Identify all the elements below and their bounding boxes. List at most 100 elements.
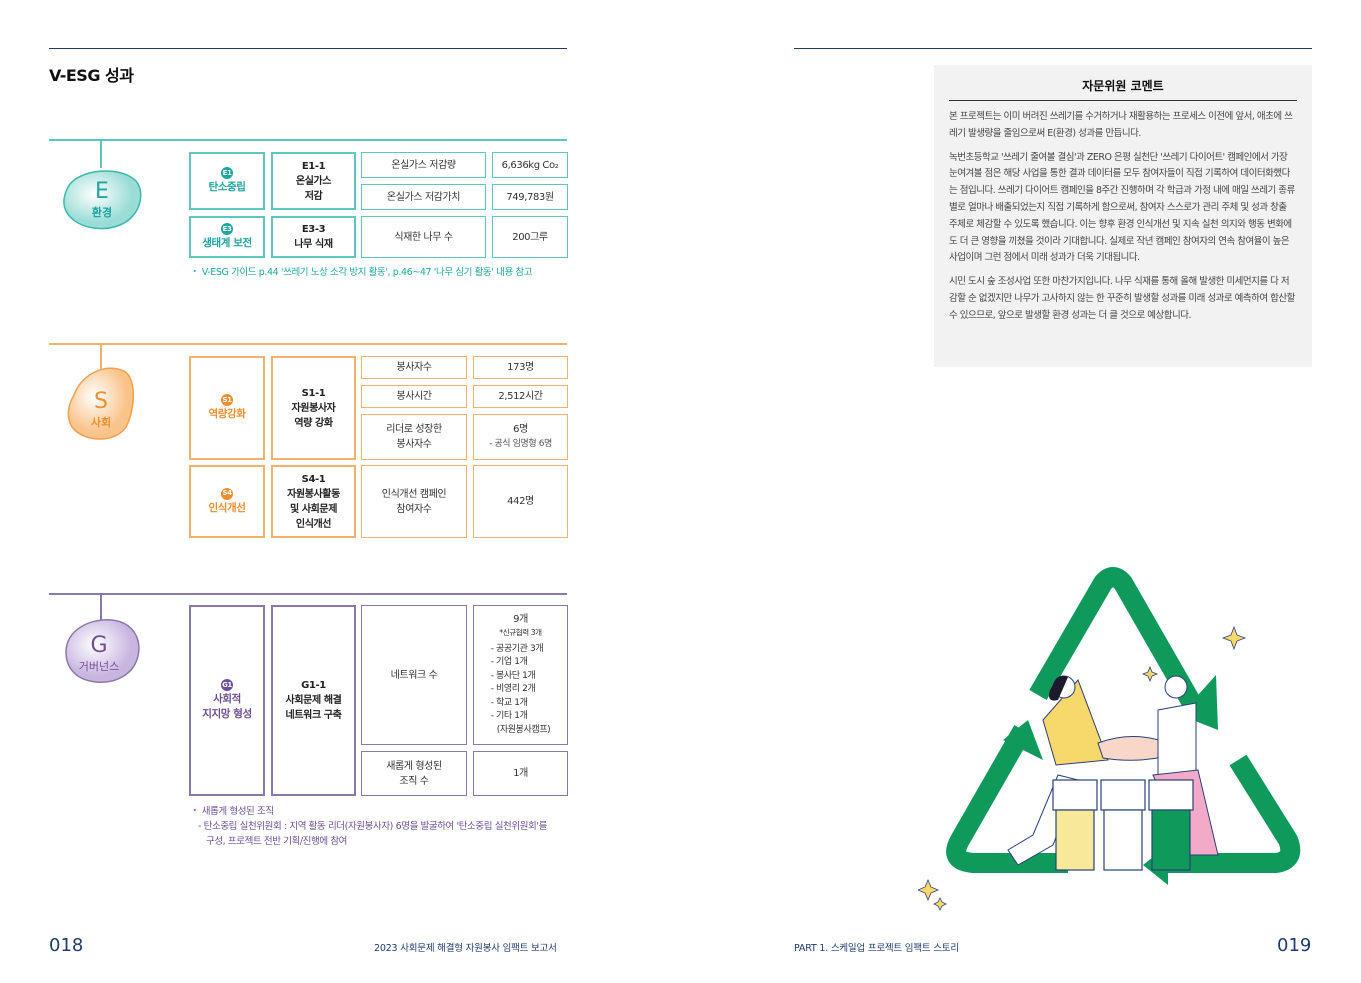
name-line: 봉사자수 — [396, 439, 432, 450]
metric-value: 6,636kg Co₂ — [492, 152, 568, 178]
g-letter: G — [90, 633, 108, 658]
category-label: 생태계 보전 — [202, 237, 252, 249]
recycle-arrow-left — [946, 725, 1068, 873]
badge: S4 — [221, 487, 233, 500]
metric-value: 173명 — [473, 356, 568, 379]
category-s1: S1 역량강화 — [189, 356, 265, 460]
note-line: 구성, 프로젝트 전반 기획/진행에 참여 — [206, 836, 347, 847]
e-letter: E — [95, 179, 109, 204]
breakdown-item: - 기업 1개 — [490, 657, 528, 668]
indicator-line: 저감 — [304, 190, 323, 202]
metric-value: 200그루 — [492, 216, 568, 258]
recycle-illustration — [918, 567, 1301, 911]
comment-paragraph: 본 프로젝트는 이미 버려진 쓰레기를 수거하거나 재활용하는 프로세스 이전에… — [949, 111, 1293, 139]
top-rule-right — [794, 48, 1312, 49]
comment-paragraph: 시민 도시 숲 조성사업 또한 마찬가지입니다. 나무 식재를 통해 올해 발생… — [949, 276, 1295, 321]
footer-left: 2023 사회문제 해결형 자원봉사 임팩트 보고서 — [374, 943, 557, 954]
indicator-code: E3-3 — [301, 224, 326, 235]
category-label: 탄소중립 — [208, 181, 246, 193]
e-label: 환경 — [91, 206, 113, 219]
category-label: 역량강화 — [208, 408, 246, 420]
name-line: 참여자수 — [396, 503, 432, 515]
section-divider — [49, 593, 567, 595]
page-number-right: 019 — [1277, 935, 1312, 956]
indicator-line: 및 사회문제 — [289, 503, 338, 515]
breakdown-item: - 학교 1개 — [490, 697, 528, 708]
value: 9개 — [513, 613, 528, 625]
connector — [100, 140, 102, 168]
connector — [100, 594, 102, 620]
indicator-line: 역량 강화 — [294, 417, 333, 429]
advisor-comment-box: 자문위원 코멘트 본 프로젝트는 이미 버려진 쓰레기를 수거하거나 재활용하는… — [934, 65, 1312, 367]
indicator-e3-3: E3-3 나무 식재 — [271, 216, 356, 258]
s-letter: S — [94, 389, 108, 414]
breakdown-item: - 기타 1개 — [490, 711, 528, 722]
indicator-line: 인식개선 — [295, 518, 332, 530]
social-blob-icon — [67, 367, 134, 440]
page-number-left: 018 — [49, 935, 84, 956]
name-line: 조직 수 — [399, 775, 429, 787]
category-label: 지지망 형성 — [202, 708, 252, 720]
breakdown-item: - 비영리 2개 — [490, 684, 536, 695]
metric-name: 온실가스 저감가치 — [361, 184, 486, 210]
network-breakdown: - 공공기관 3개- 기업 1개- 봉사단 1개- 비영리 2개- 학교 1개-… — [491, 643, 551, 738]
indicator-code: S4-1 — [301, 473, 326, 485]
page-title: V-ESG 성과 — [49, 66, 134, 85]
category-label: 사회적 — [213, 693, 241, 705]
indicator-line: 자원봉사자 — [291, 402, 336, 414]
environment-note: ・ V-ESG 가이드 p.44 '쓰레기 노상 소각 방지 활동', p.46… — [190, 267, 533, 278]
footer-right: PART 1. 스케일업 프로젝트 임팩트 스토리 — [794, 943, 959, 954]
recycle-arrow-right — [1158, 754, 1301, 873]
metric-value: 2,512시간 — [473, 385, 568, 408]
environment-blob-icon — [63, 170, 142, 230]
indicator-code: S1-1 — [301, 387, 326, 399]
indicator-code: E1-1 — [301, 160, 326, 172]
badge: G1 — [221, 679, 233, 691]
indicator-code: G1-1 — [301, 680, 326, 691]
section-divider — [49, 139, 567, 141]
value-note: - 공식 임명형 6명 — [489, 439, 552, 449]
indicator-line: 온실가스 — [295, 175, 332, 187]
value-note: *신규협력 3개 — [499, 628, 542, 638]
note-line: ・ 새롭게 형성된 조직 — [190, 806, 274, 817]
metric-value: 9개 *신규협력 3개 - 공공기관 3개- 기업 1개- 봉사단 1개- 비영… — [473, 605, 568, 745]
metric-value: 749,783원 — [492, 184, 568, 210]
indicator-line: 사회문제 해결 — [285, 695, 342, 706]
category-label: 인식개선 — [208, 501, 246, 514]
s-label: 사회 — [90, 416, 112, 429]
indicator-line: 네트워크 구축 — [285, 710, 342, 721]
metric-name: 온실가스 저감량 — [361, 152, 486, 178]
metric-name: 식재한 나무 수 — [361, 216, 486, 258]
breakdown-item: (자원봉사캠프) — [496, 724, 551, 735]
metric-name: 봉사자수 — [361, 356, 467, 379]
name-line: 인식개선 캠페인 — [381, 488, 447, 500]
comment-paragraph: 녹번초등학교 '쓰레기 줄여볼 결심'과 ZERO 은평 실천단 '쓰레기 다이… — [949, 151, 1295, 264]
recycle-arrow-top — [1029, 567, 1202, 710]
g-label: 거버넌스 — [78, 660, 120, 673]
metric-value: 6명 - 공식 임명형 6명 — [473, 414, 568, 460]
name-line: 리더로 성장한 — [386, 424, 442, 435]
metric-value: 442명 — [473, 465, 568, 538]
indicator-line: 나무 식재 — [294, 239, 333, 250]
value: 6명 — [513, 424, 528, 435]
metric-name: 봉사시간 — [361, 385, 467, 408]
connector — [100, 344, 102, 370]
badge: S1 — [221, 394, 233, 406]
top-rule-left — [49, 48, 567, 49]
governance-blob-icon — [65, 619, 140, 683]
name-line: 새롭게 형성된 — [386, 760, 442, 772]
indicator-line: 자원봉사활동 — [287, 488, 340, 500]
breakdown-item: - 공공기관 3개 — [490, 643, 544, 654]
comment-title: 자문위원 코멘트 — [949, 77, 1297, 101]
metric-value: 1개 — [473, 751, 568, 796]
